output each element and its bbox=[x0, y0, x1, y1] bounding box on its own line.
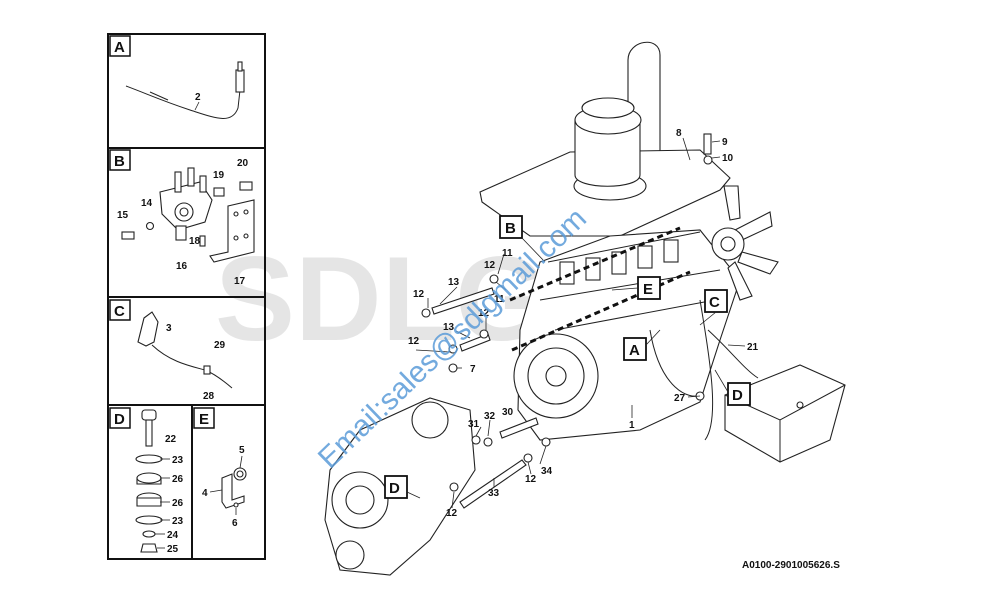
label-22: 22 bbox=[165, 434, 177, 445]
panel-a: A 2 bbox=[109, 35, 245, 119]
label-21: 21 bbox=[747, 342, 759, 353]
label-13a: 13 bbox=[448, 277, 460, 288]
label-12a: 12 bbox=[484, 260, 496, 271]
label-12b: 12 bbox=[413, 289, 425, 300]
label-26b: 26 bbox=[172, 498, 184, 509]
sensor-cable bbox=[125, 85, 241, 119]
bracket bbox=[209, 199, 255, 263]
label-2: 2 bbox=[195, 92, 201, 103]
label-4: 4 bbox=[202, 488, 208, 499]
logo-watermark: SDLG bbox=[215, 232, 548, 366]
label-31: 31 bbox=[468, 419, 480, 430]
label-11a: 11 bbox=[502, 248, 513, 259]
label-23a: 23 bbox=[172, 455, 184, 466]
panel-a-letter: A bbox=[114, 39, 125, 56]
label-12e: 12 bbox=[525, 474, 537, 485]
mount-bracket-right bbox=[724, 364, 846, 463]
label-18: 18 bbox=[189, 236, 201, 247]
label-12d: 12 bbox=[408, 336, 420, 347]
panel-e: E 5 4 6 bbox=[193, 407, 247, 529]
label-13b: 13 bbox=[443, 322, 455, 333]
callout-d-right: D bbox=[732, 387, 743, 404]
sensor-connector bbox=[235, 69, 245, 93]
label-17: 17 bbox=[234, 276, 246, 287]
label-7: 7 bbox=[470, 364, 476, 375]
callout-c: C bbox=[709, 294, 720, 311]
mount-nut bbox=[140, 543, 158, 553]
label-6: 6 bbox=[232, 518, 238, 529]
label-32: 32 bbox=[484, 411, 496, 422]
panel-b-letter: B bbox=[114, 153, 125, 170]
label-16: 16 bbox=[176, 261, 188, 272]
label-25: 25 bbox=[167, 544, 179, 555]
label-26a: 26 bbox=[172, 474, 184, 485]
callout-e: E bbox=[643, 281, 653, 298]
label-30: 30 bbox=[502, 407, 514, 418]
callout-a: A bbox=[629, 342, 640, 359]
callout-b: B bbox=[505, 220, 516, 237]
label-12f: 12 bbox=[446, 508, 458, 519]
label-9: 9 bbox=[722, 137, 728, 148]
label-14: 14 bbox=[141, 198, 153, 209]
label-20: 20 bbox=[237, 158, 249, 169]
panel-c: C 3 29 28 bbox=[109, 299, 233, 402]
label-3: 3 bbox=[166, 323, 172, 334]
panel-c-letter: C bbox=[114, 303, 125, 320]
callout-d-left: D bbox=[389, 480, 400, 497]
bolt-9 bbox=[703, 133, 712, 155]
label-28: 28 bbox=[203, 391, 215, 402]
air-cleaner bbox=[574, 119, 641, 187]
mount-bolt bbox=[141, 409, 157, 421]
label-8: 8 bbox=[676, 128, 682, 139]
panel-d: D 22 23 26 26 23 24 25 bbox=[109, 407, 184, 555]
label-11b: 11 bbox=[494, 294, 505, 305]
label-24: 24 bbox=[167, 530, 179, 541]
panel-d-letter: D bbox=[114, 411, 125, 428]
label-23b: 23 bbox=[172, 516, 184, 527]
drawing-code: A0100-2901005626.S bbox=[742, 560, 840, 571]
label-27: 27 bbox=[674, 393, 686, 404]
label-1: 1 bbox=[629, 420, 635, 431]
label-19: 19 bbox=[213, 170, 225, 181]
panel-e-letter: E bbox=[199, 411, 209, 428]
control-lever bbox=[137, 311, 159, 347]
label-34: 34 bbox=[541, 466, 553, 477]
long-bolt-33 bbox=[459, 459, 527, 509]
label-10: 10 bbox=[722, 153, 734, 164]
label-29: 29 bbox=[214, 340, 226, 351]
cooling-fan bbox=[711, 185, 779, 301]
callout-boxes: B E C A D D bbox=[384, 215, 751, 499]
label-33: 33 bbox=[488, 488, 500, 499]
detail-panels: A 2 B bbox=[107, 33, 266, 560]
pin-30 bbox=[499, 417, 539, 439]
label-15: 15 bbox=[117, 210, 129, 221]
label-12c: 12 bbox=[478, 308, 490, 319]
main-labels: 8 9 10 11 11 12 12 13 13 12 12 7 21 27 1… bbox=[408, 128, 759, 519]
label-5: 5 bbox=[239, 445, 245, 456]
panel-b: B 20 19 14 15 18 16 bbox=[109, 149, 255, 287]
clip-bracket bbox=[221, 473, 245, 509]
leader-lines bbox=[415, 137, 746, 509]
